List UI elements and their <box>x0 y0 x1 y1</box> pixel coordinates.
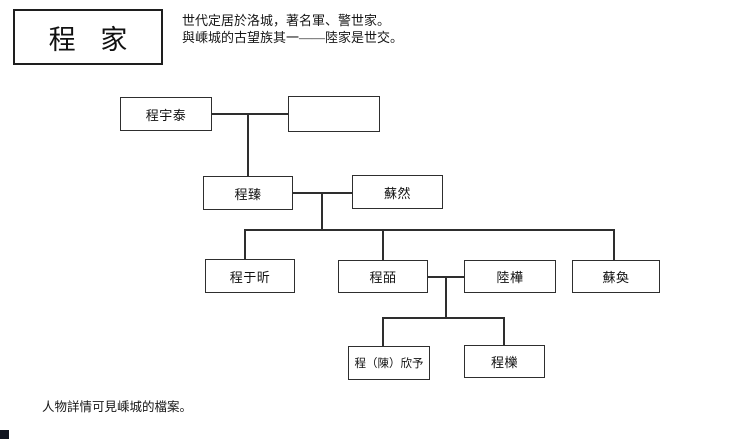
family-title-box: 程 家 <box>13 9 163 65</box>
footer-note: 人物詳情可見嵊城的檔案。 <box>42 400 193 414</box>
tree-node-cheng-chen-xinyu: 程（陳）欣予 <box>348 346 430 380</box>
connector-couple-gen2 <box>293 192 352 194</box>
tree-node-su-ran: 蘇然 <box>352 175 443 209</box>
tree-node-lu-hua: 陸樺 <box>464 260 556 293</box>
tree-node-cheng-bi: 程皕 <box>338 260 428 293</box>
corner-artifact <box>0 430 9 439</box>
connector-drop-su-huan <box>613 229 615 260</box>
connector-drop-cheng-chen-xinyu <box>382 317 384 346</box>
tree-node-su-huan: 蘇奐 <box>572 260 660 293</box>
intro-line-1: 世代定居於洛城，著名軍、警世家。 <box>182 13 391 28</box>
tree-node-cheng-li: 程櫟 <box>464 345 545 378</box>
intro-line-2: 與嵊城的古望族其一——陸家是世交。 <box>182 29 404 45</box>
connector-child-gen1 <box>247 113 249 176</box>
connector-drop-cheng-li <box>503 317 505 345</box>
family-title: 程 家 <box>48 24 137 55</box>
connector-drop-cheng-bi <box>382 229 384 260</box>
connector-drop-cheng-yuxin <box>244 229 246 259</box>
tree-node-cheng-yuxin: 程于昕 <box>205 259 295 293</box>
tree-node-spouse-empty <box>288 96 380 132</box>
connector-couple-gen1 <box>212 113 288 115</box>
tree-node-cheng-yutai: 程宇泰 <box>120 97 212 131</box>
connector-sibling-bar-gen3 <box>244 229 615 231</box>
tree-node-cheng-zhen: 程臻 <box>203 176 293 210</box>
connector-sibling-bar-gen4 <box>382 317 505 319</box>
connector-child-gen2 <box>321 192 323 229</box>
connector-child-gen3 <box>445 276 447 317</box>
family-intro: 世代定居於洛城，著名軍、警世家。 與嵊城的古望族其一——陸家是世交。 <box>182 13 512 46</box>
